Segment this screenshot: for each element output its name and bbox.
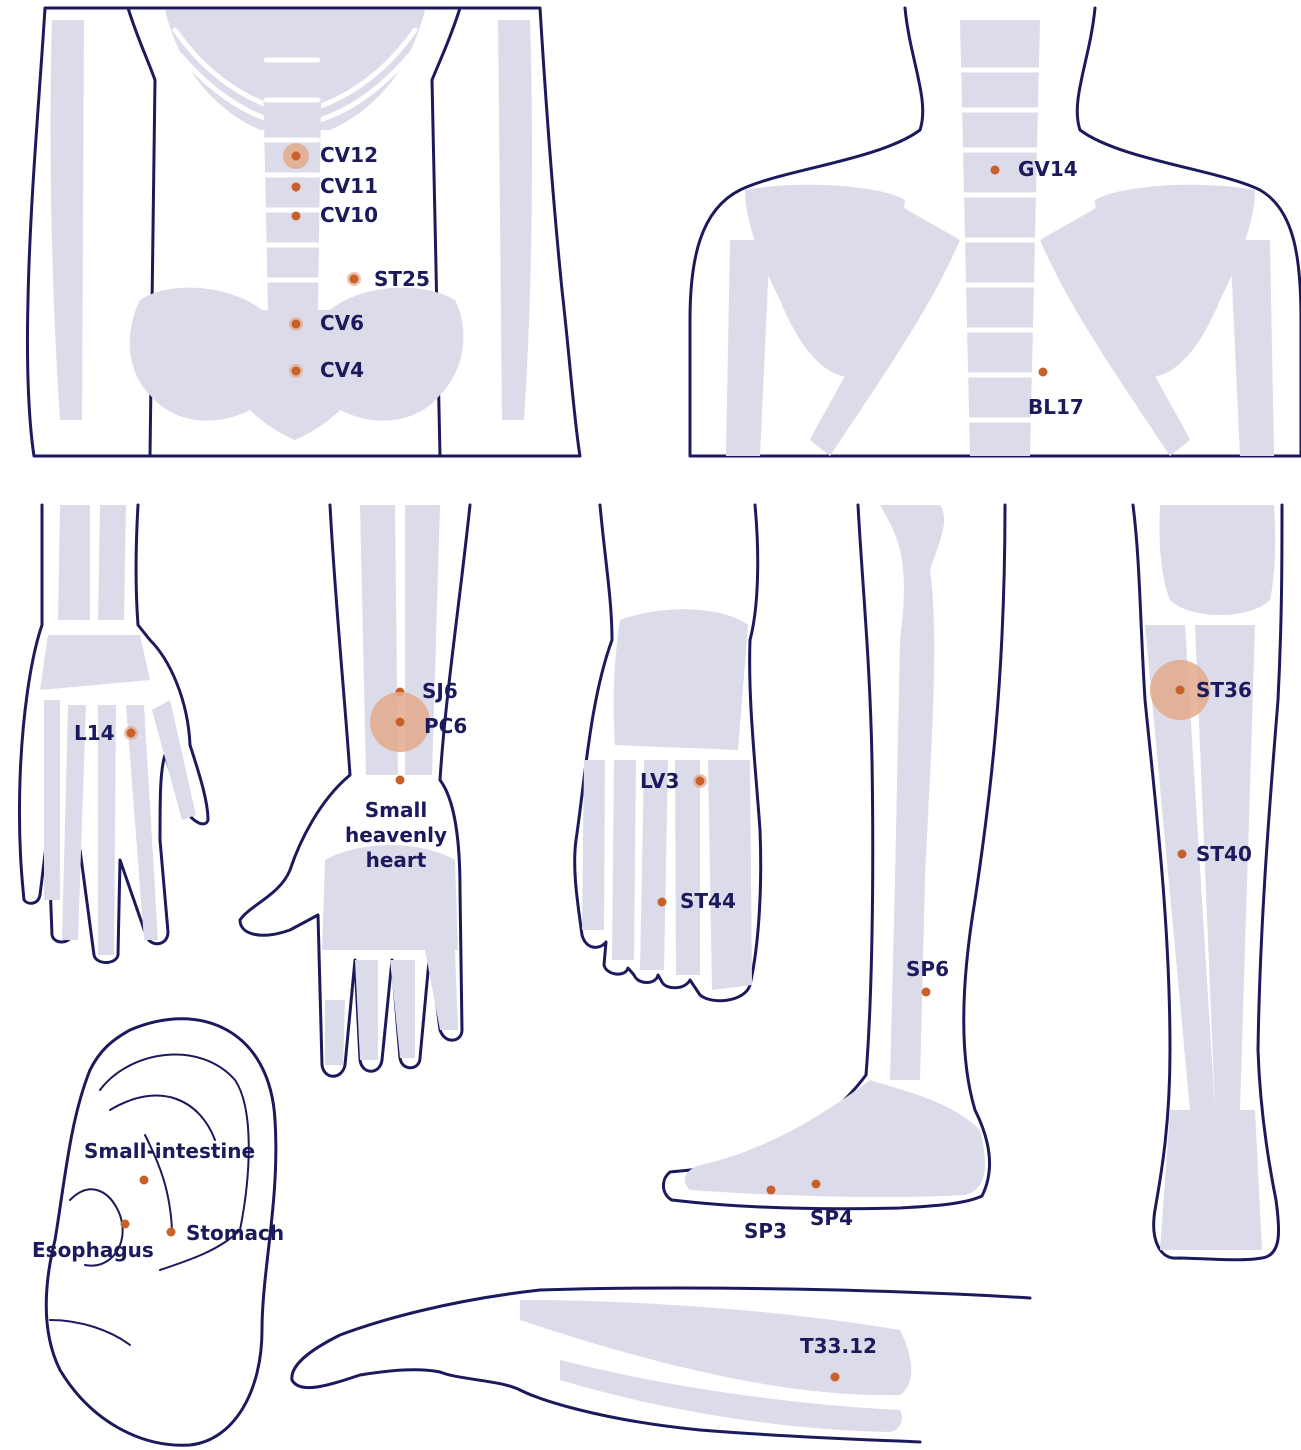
point-marker (696, 777, 705, 786)
point-marker (292, 320, 301, 329)
point-label: T33.12 (800, 1334, 877, 1358)
point-label: ST44 (680, 889, 736, 913)
point-marker (292, 367, 301, 376)
point-label: ST25 (374, 267, 430, 291)
point-label: BL17 (1028, 395, 1084, 419)
point-label: CV6 (320, 311, 364, 335)
point-marker (1176, 686, 1185, 695)
point-marker (812, 1180, 821, 1189)
point-marker (922, 988, 931, 997)
point-label: ST40 (1196, 842, 1252, 866)
point-label: SJ6 (422, 679, 458, 703)
point-label: Stomach (186, 1221, 284, 1245)
point-label: GV14 (1018, 157, 1078, 181)
back-torso-figure (690, 8, 1301, 456)
point-marker (396, 776, 405, 785)
point-marker (167, 1228, 176, 1237)
point-marker (140, 1176, 149, 1185)
point-label: ST36 (1196, 678, 1252, 702)
point-label: CV10 (320, 203, 378, 227)
point-label: L14 (74, 721, 115, 745)
point-marker (1039, 368, 1048, 377)
point-marker (396, 718, 405, 727)
point-marker (292, 183, 301, 192)
point-label: CV12 (320, 143, 378, 167)
point-marker (127, 729, 136, 738)
point-cv12: CV12 (283, 143, 378, 169)
point-label: SP4 (810, 1206, 853, 1230)
point-marker (658, 898, 667, 907)
point-marker (991, 166, 1000, 175)
point-marker (1178, 850, 1187, 859)
point-label: CV4 (320, 358, 364, 382)
point-label: CV11 (320, 174, 378, 198)
point-marker (121, 1220, 130, 1229)
point-label: LV3 (640, 769, 679, 793)
wrist-palm-figure (240, 505, 470, 1076)
point-marker (767, 1186, 776, 1195)
point-marker (292, 212, 301, 221)
point-label: PC6 (424, 714, 467, 738)
point-marker (350, 275, 359, 284)
point-label: Esophagus (32, 1238, 154, 1262)
forearm-lateral-figure (292, 1288, 1030, 1442)
foot-dorsal-figure (575, 505, 761, 1001)
point-marker (292, 152, 301, 161)
point-label: Small-intestine (84, 1139, 255, 1163)
point-marker (831, 1373, 840, 1382)
leg-front-figure (1133, 505, 1282, 1260)
front-torso-figure (27, 8, 580, 456)
point-label: SP3 (744, 1219, 787, 1243)
point-label: SP6 (906, 957, 949, 981)
